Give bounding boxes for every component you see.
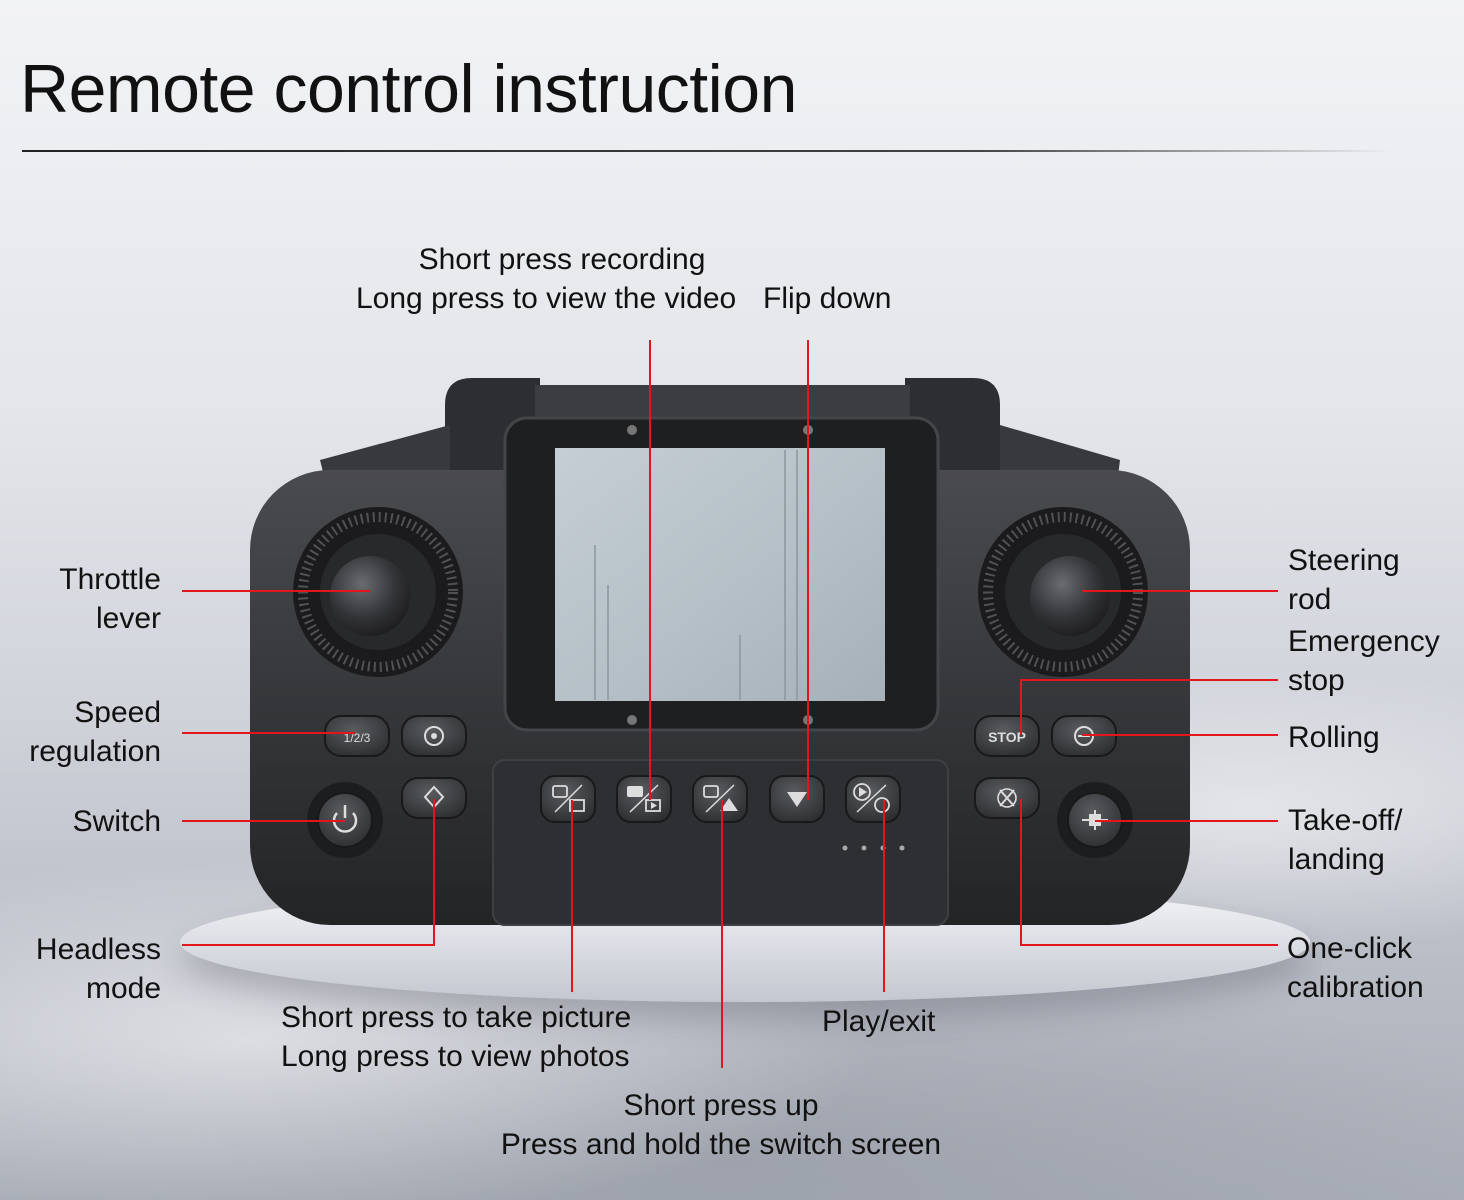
label-steering-line1: Steering: [1288, 544, 1400, 577]
up-button[interactable]: [692, 775, 748, 823]
label-rolling-line1: Rolling: [1288, 721, 1380, 754]
label-up-line2: Press and hold the switch screen: [500, 1128, 942, 1161]
page-title: Remote control instruction: [20, 51, 797, 127]
screen-clip: [803, 715, 813, 725]
label-flip-down-line1: Flip down: [763, 282, 892, 315]
label-takeoff: Take-off/ landing: [1288, 801, 1403, 879]
screen-towers: [594, 450, 798, 700]
label-speed: Speed regulation: [29, 693, 161, 771]
speed-button-text: 1/2/3: [344, 731, 371, 745]
label-headless: Headless mode: [36, 930, 161, 1008]
label-up: Short press up Press and hold the switch…: [470, 1086, 972, 1164]
label-switch-line1: Switch: [72, 805, 161, 838]
label-emergency: Emergency stop: [1288, 622, 1440, 700]
title-divider: [22, 150, 1392, 152]
stop-button-text: STOP: [988, 729, 1026, 745]
emergency-stop-button[interactable]: STOP: [974, 715, 1040, 757]
label-takeoff-line1: Take-off/: [1288, 804, 1403, 837]
label-throttle-line2: lever: [95, 602, 161, 635]
play-button[interactable]: [845, 775, 901, 823]
label-speed-line1: Speed: [74, 696, 161, 729]
label-emergency-line1: Emergency: [1288, 625, 1440, 658]
takeoff-landing-button[interactable]: [1057, 782, 1133, 858]
screen-clip: [803, 425, 813, 435]
headless-top-button[interactable]: [401, 715, 467, 757]
label-headless-line2: mode: [85, 972, 161, 1005]
label-play-line1: Play/exit: [822, 1005, 936, 1038]
label-calibration: One-click calibration: [1287, 929, 1424, 1007]
label-takeoff-line2: landing: [1288, 843, 1385, 876]
label-up-line1: Short press up: [623, 1089, 819, 1122]
screen-display: [555, 448, 885, 701]
headless-mode-button[interactable]: [401, 777, 467, 819]
control-panel: [492, 759, 949, 926]
label-throttle-line1: Throttle: [59, 563, 161, 596]
flip-down-button[interactable]: [769, 775, 825, 823]
screen-clip: [627, 715, 637, 725]
label-picture-line2: Long press to view photos: [281, 1040, 630, 1073]
photo-icon: [552, 785, 568, 798]
label-recording-line1: Short press recording: [418, 243, 706, 276]
photo-button[interactable]: [540, 775, 596, 823]
label-flip-down: Flip down: [763, 279, 891, 318]
calibration-icon: [999, 789, 1015, 807]
holder-bar: [535, 385, 910, 420]
label-switch: Switch: [73, 802, 161, 841]
screen-clip: [627, 425, 637, 435]
label-steering: Steering rod: [1288, 541, 1400, 619]
steering-stick[interactable]: [978, 507, 1148, 677]
gyro-icon: [424, 726, 444, 746]
label-rolling: Rolling: [1288, 718, 1380, 757]
label-headless-line1: Headless: [35, 933, 161, 966]
label-steering-line2: rod: [1288, 583, 1332, 616]
label-speed-line2: regulation: [29, 735, 161, 768]
video-icon: [627, 786, 643, 797]
label-calibration-line2: calibration: [1287, 971, 1424, 1004]
video-button[interactable]: [616, 775, 672, 823]
speed-button[interactable]: 1/2/3: [324, 715, 390, 757]
label-play: Play/exit: [822, 1002, 935, 1041]
play-icon: [853, 783, 871, 801]
power-button[interactable]: [307, 782, 383, 858]
label-recording: Short press recording Long press to view…: [356, 240, 768, 318]
label-recording-line2: Long press to view the video: [356, 282, 737, 315]
calibration-button[interactable]: [974, 777, 1040, 819]
throttle-stick[interactable]: [293, 507, 463, 677]
label-calibration-line1: One-click: [1287, 932, 1413, 965]
label-throttle: Throttle lever: [59, 560, 161, 638]
label-emergency-line2: stop: [1288, 664, 1345, 697]
rolling-button[interactable]: [1051, 715, 1117, 757]
up-icon: [720, 798, 738, 811]
label-picture-line1: Short press to take picture: [281, 1001, 632, 1034]
label-picture: Short press to take picture Long press t…: [281, 998, 631, 1076]
flip-down-icon: [787, 792, 807, 807]
